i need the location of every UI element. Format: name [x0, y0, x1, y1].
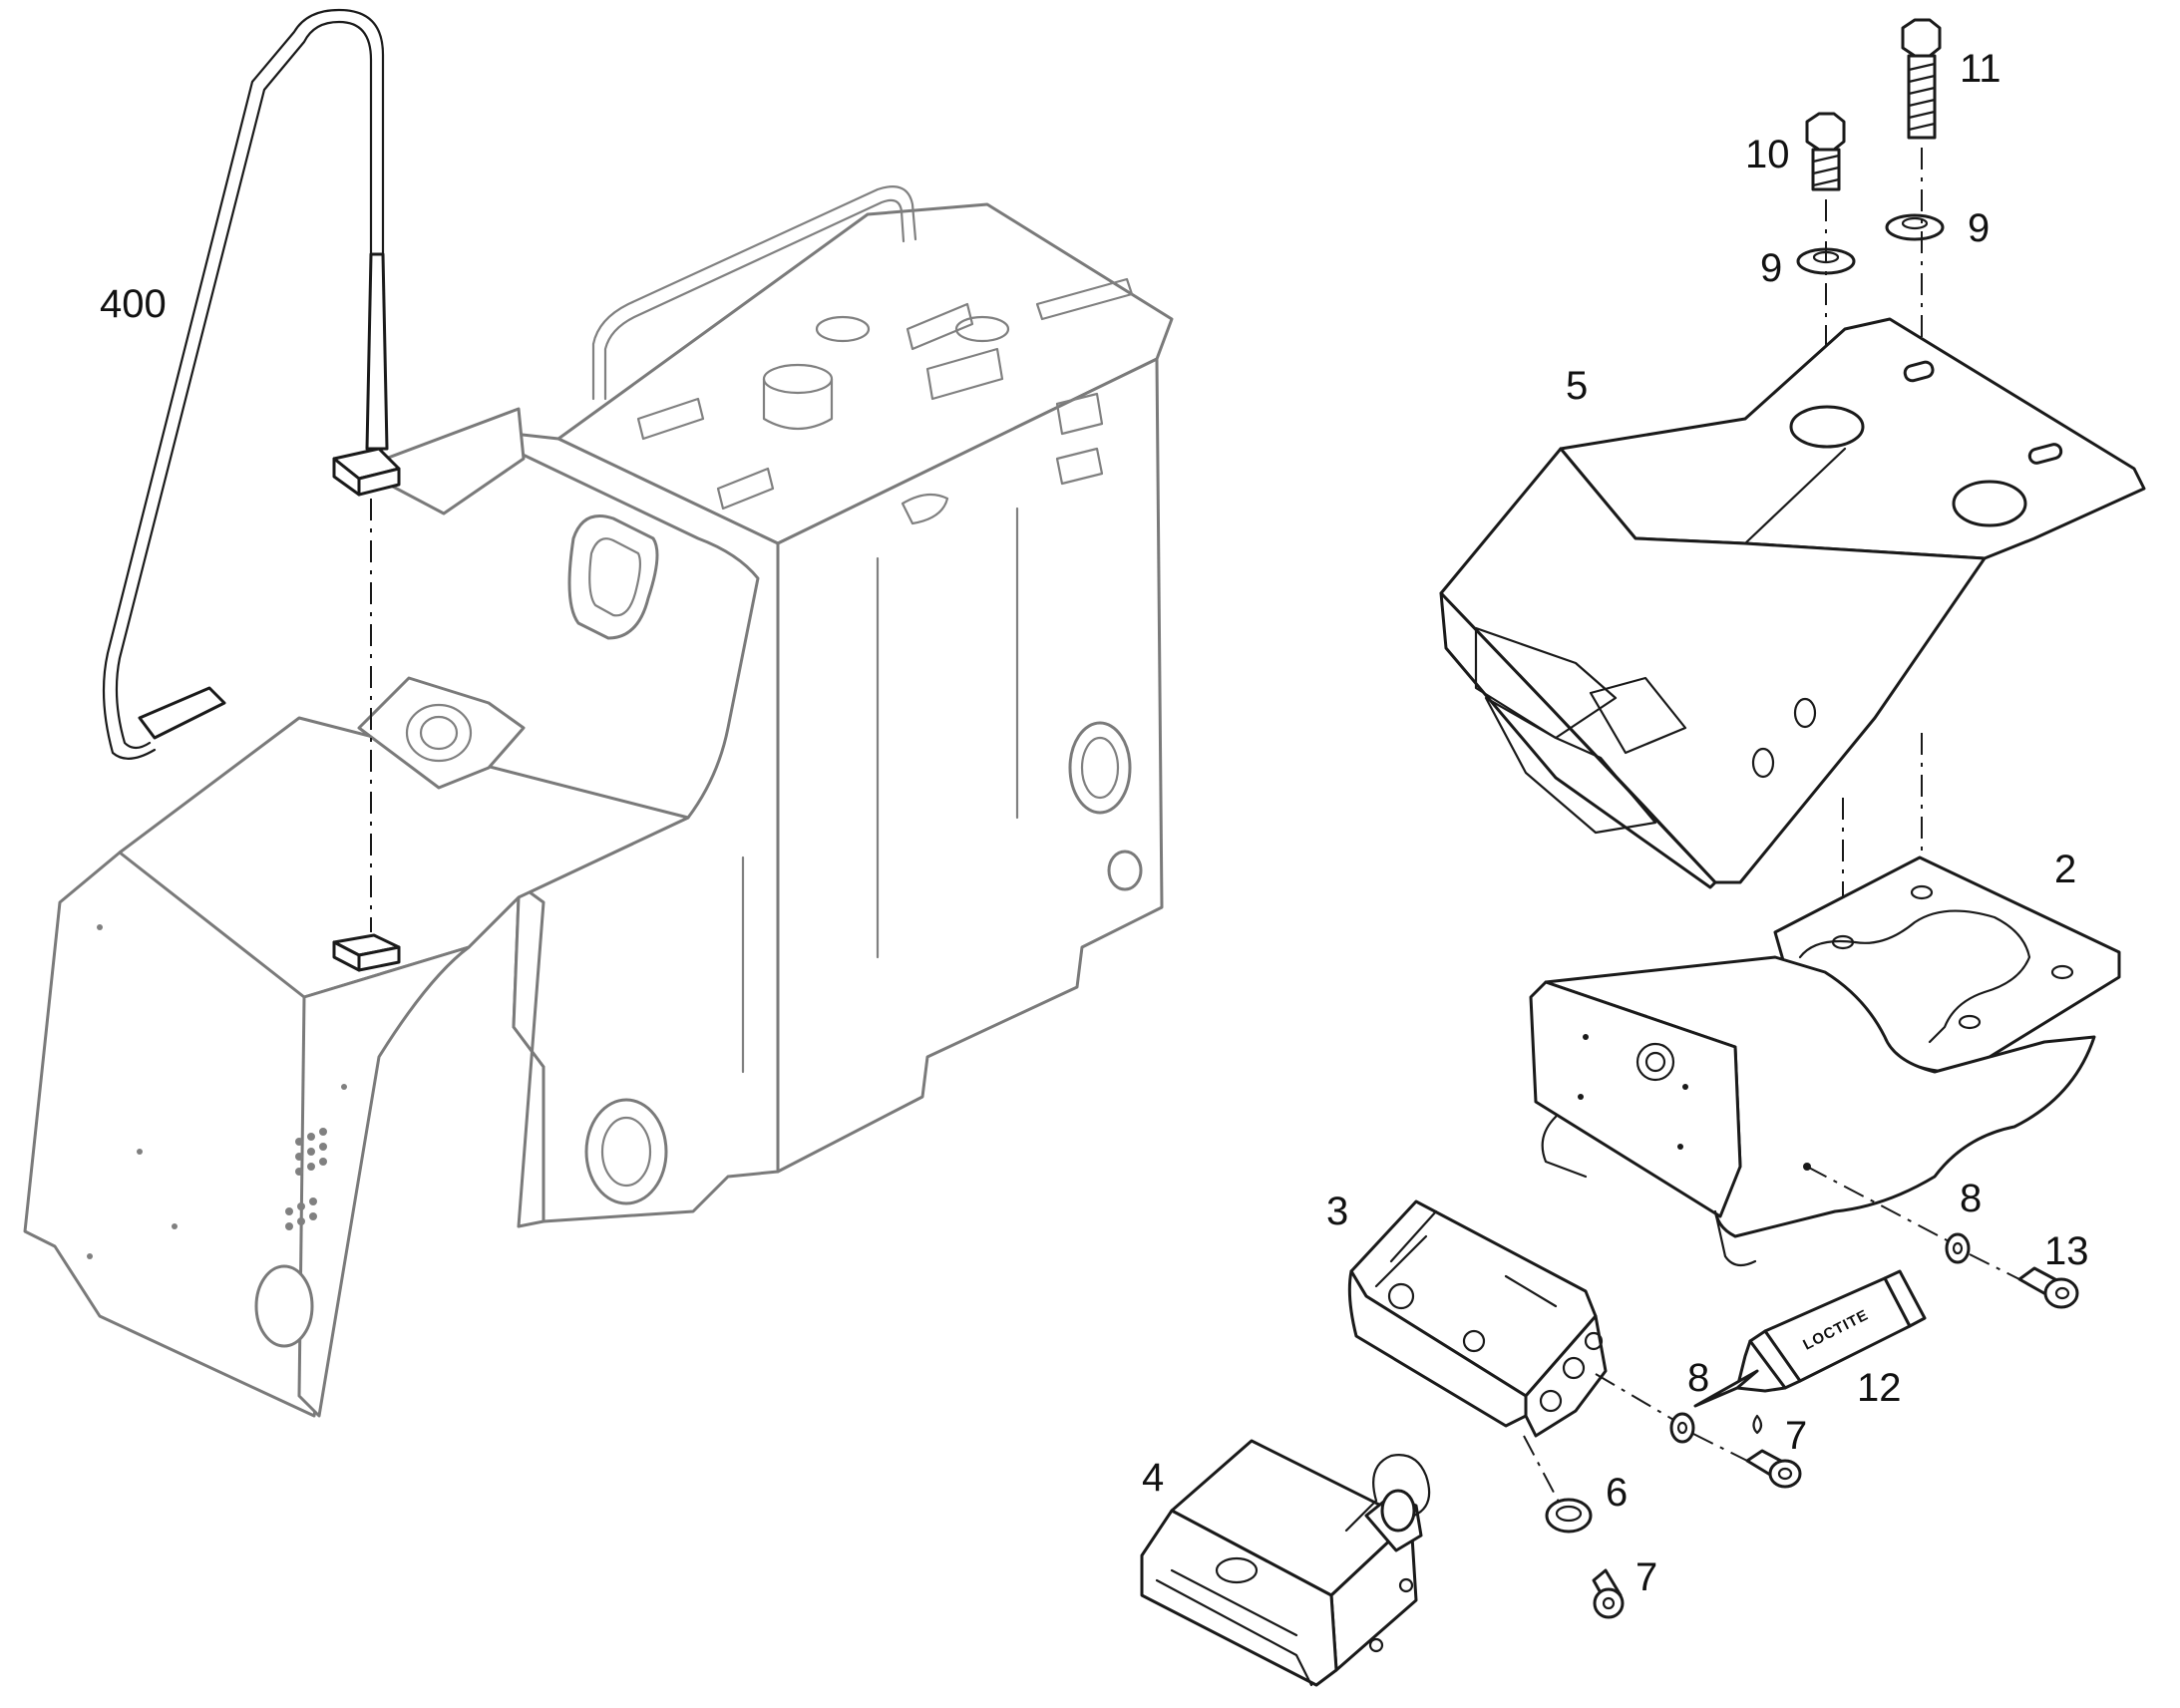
part-5-cover — [1439, 317, 2146, 889]
part-3-switch-box — [1347, 1199, 1608, 1438]
leader-13 — [1969, 1253, 2020, 1280]
part-7-screw-lower — [1592, 1568, 1625, 1619]
part-8-washer-right — [1945, 1232, 1971, 1264]
callout-11: 11 — [1960, 47, 2001, 91]
part-13-screw — [2017, 1266, 2079, 1309]
callout-9-left: 9 — [1760, 246, 1782, 290]
leader-7a — [1692, 1433, 1748, 1462]
callout-12: 12 — [1857, 1366, 1902, 1410]
part-4-key-switch — [1140, 1439, 1431, 1687]
part-10-short-bolt — [1805, 112, 1846, 191]
leader-2 — [1806, 1166, 1956, 1245]
leader-8 — [1595, 1373, 1676, 1422]
callout-4: 4 — [1142, 1456, 1164, 1500]
callout-7-lower: 7 — [1635, 1555, 1657, 1599]
part-400-grab-rail — [102, 8, 401, 760]
part-2-bracket — [1529, 855, 2121, 1267]
callout-labels: 400 11 10 9 9 5 2 3 8 13 8 12 7 4 6 7 — [100, 47, 2089, 1599]
part-7-screw-middle — [1745, 1449, 1802, 1489]
callout-10: 10 — [1745, 133, 1790, 176]
callout-3: 3 — [1326, 1190, 1348, 1233]
leader-6 — [1523, 1435, 1562, 1507]
callout-400: 400 — [100, 282, 167, 326]
machine-body — [23, 185, 1174, 1418]
callout-8-middle: 8 — [1687, 1356, 1709, 1400]
part-12-loctite-tube: LOCTITE — [1693, 1269, 1927, 1435]
callout-6: 6 — [1606, 1471, 1628, 1515]
callout-9-right: 9 — [1968, 206, 1990, 250]
callout-8-right: 8 — [1960, 1177, 1982, 1220]
part-6-seal — [1545, 1498, 1593, 1534]
callout-7-middle: 7 — [1785, 1414, 1807, 1458]
callout-2: 2 — [2054, 848, 2076, 891]
part-11-long-bolt — [1901, 18, 1942, 140]
callout-13: 13 — [2044, 1229, 2089, 1273]
callout-5: 5 — [1566, 364, 1588, 408]
part-8-washer-middle — [1669, 1412, 1695, 1444]
